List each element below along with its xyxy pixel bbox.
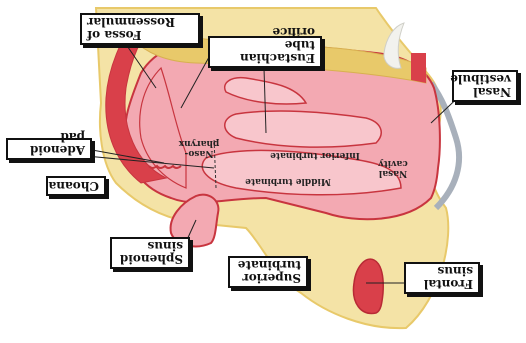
label-nasal-vestibule: Nasal vestibule [452,70,518,102]
label-choana: Choana [46,176,106,196]
label-sphenoid-sinus: Sphenoid sinus [110,237,190,269]
label-eustachian-tube-orifice: Eustachian tube orifice [208,36,322,68]
label-adenoid-pad: Adenoid pad [6,138,92,160]
nasal-cavity-label: Nasal cavity [370,158,416,178]
label-superior-turbinate: Superior turbinate [228,256,308,288]
maxilla-vessel [411,53,426,83]
label-fossa-of-rossenmuller: Fossa of Rossenmular [80,13,200,45]
label-frontal-sinus: Frontal sinus [404,262,480,294]
inferior-turbinate-label: Inferior turbinate [255,150,375,160]
middle-turbinate-label: Middle turbinate [228,176,348,186]
nasopharynx-label: Naso- pharynx [172,138,226,158]
